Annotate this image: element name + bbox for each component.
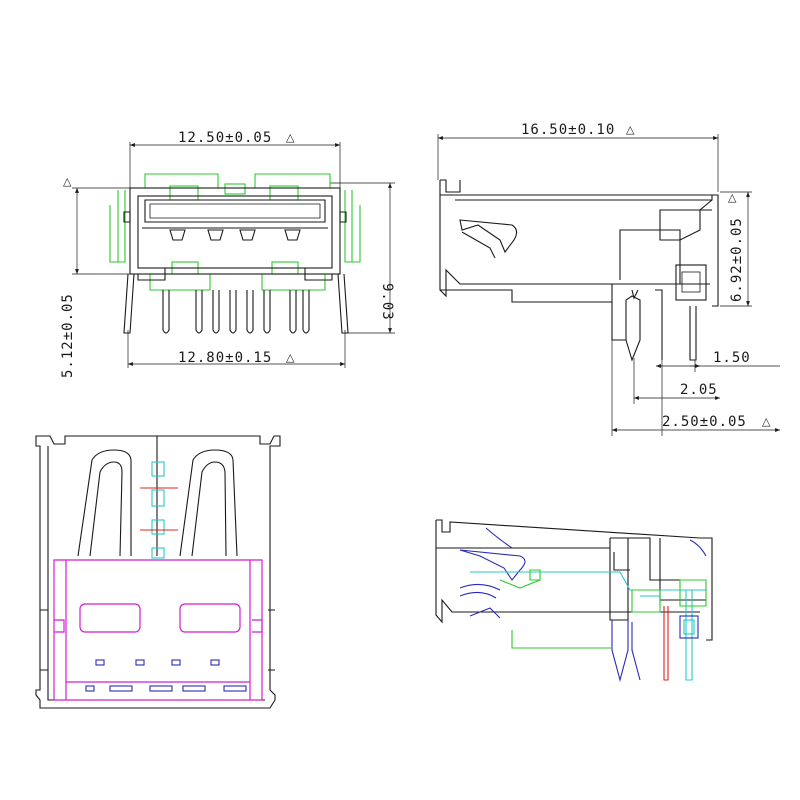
top-view: [35, 435, 281, 709]
side-view: 16.50±0.10 △ △ 6.92±0.05 1.50 2.05 2.50±: [437, 122, 780, 436]
section-view: [435, 519, 713, 683]
pin-pitch-2-label: 2.05: [680, 382, 718, 398]
top-width-label: 12.50±0.05: [178, 130, 272, 146]
bottom-width-label: 12.80±0.15: [178, 350, 272, 366]
right-height-label: 9.03: [379, 283, 395, 321]
side-height-label: 6.92±0.05: [729, 217, 745, 302]
critical-marker: △: [286, 351, 295, 364]
critical-marker: △: [63, 175, 72, 188]
side-length-label: 16.50±0.10: [521, 122, 615, 138]
critical-marker: △: [762, 415, 771, 428]
critical-marker: △: [286, 131, 295, 144]
critical-marker: △: [626, 123, 635, 136]
pin-pitch-1-label: 1.50: [713, 350, 751, 366]
front-view: 12.50±0.05 △ 12.80±0.15 △ △ 5.12±0.05 9.…: [60, 130, 395, 378]
critical-marker: △: [728, 191, 737, 204]
left-height-label: 5.12±0.05: [60, 293, 76, 378]
pin-pitch-3-label: 2.50±0.05: [662, 414, 747, 430]
